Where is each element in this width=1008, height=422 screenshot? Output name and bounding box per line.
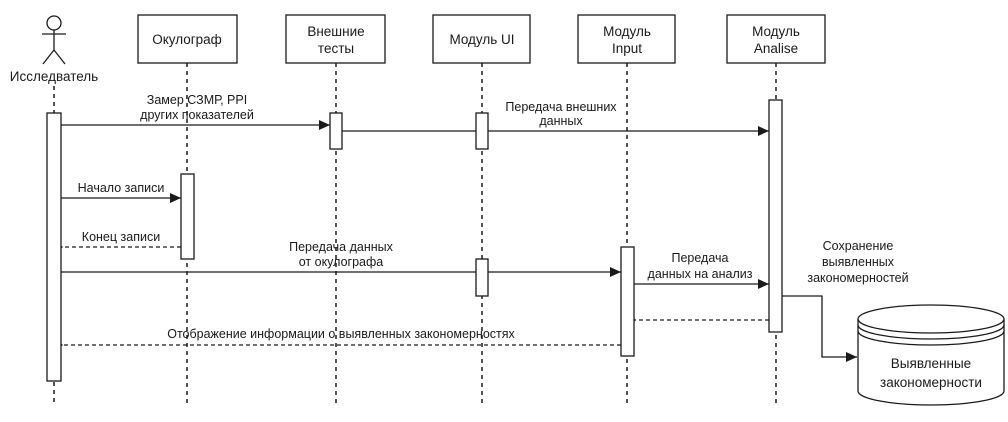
actor-label: Исследватель <box>10 69 98 84</box>
message-label-measure: Замер СЗМР, PPI <box>147 93 247 107</box>
database-cylinder-icon <box>857 304 1005 406</box>
activation-module-ui-1 <box>475 112 489 150</box>
message-label-save-patterns: закономерностей <box>807 271 908 285</box>
message-label-transfer-okulograf: Передача данных <box>289 240 394 254</box>
message-label-save-patterns: Сохранение <box>823 239 894 253</box>
participant-label: Модуль <box>603 24 651 39</box>
activation-module-ui-2 <box>475 258 489 297</box>
participant-label: тесты <box>318 41 354 56</box>
participant-label: Внешние <box>307 24 364 39</box>
message-label-transfer-analysis: Передача <box>671 251 728 265</box>
message-label-transfer-external: данных <box>539 114 583 128</box>
message-label-end-record: Конец записи <box>82 230 160 244</box>
participant-label: Модуль <box>752 24 800 39</box>
participant-label: Analise <box>754 41 798 56</box>
message-label-start-record: Начало записи <box>78 181 165 195</box>
message-label-transfer-external: Передача внешних <box>505 100 617 114</box>
message-label-transfer-okulograf: от окулографа <box>299 255 384 269</box>
message-label-measure: других показателей <box>140 108 254 122</box>
participant-label: Input <box>612 41 642 56</box>
participant-external-tests: Внешние тесты <box>285 14 386 64</box>
message-label-display-info: Отображение информации о выявленных зако… <box>167 327 515 341</box>
database-label: закономерности <box>880 375 982 390</box>
activation-external-tests <box>329 112 343 150</box>
participant-label: Окулограф <box>152 32 222 47</box>
actor-stick-figure-icon <box>42 15 66 65</box>
activation-module-input <box>620 246 635 357</box>
activation-module-analise <box>768 99 783 333</box>
activation-okulograf <box>180 173 195 260</box>
activation-actor <box>46 112 62 382</box>
database-patterns: Выявленные закономерности <box>857 304 1005 406</box>
database-label: Выявленные <box>891 356 971 371</box>
actor-researcher: Исследватель <box>10 15 98 84</box>
message-label-save-patterns: выявленных <box>822 255 895 269</box>
participant-module-ui: Модуль UI <box>432 14 531 64</box>
message-arrow-save-patterns <box>782 295 857 362</box>
message-label-transfer-analysis: данных на анализ <box>648 267 753 281</box>
participant-module-input: Модуль Input <box>577 14 676 64</box>
participant-module-analise: Модуль Analise <box>726 14 826 64</box>
participant-label: Модуль UI <box>449 32 514 47</box>
participant-okulograf: Окулограф <box>137 14 238 64</box>
